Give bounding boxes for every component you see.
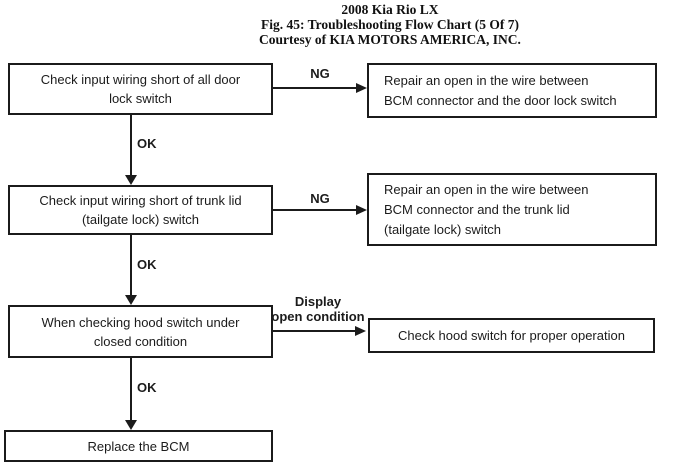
result-text-line: Check hood switch for proper operation <box>398 327 625 343</box>
edge-label-ng-2: NG <box>310 191 330 206</box>
step-text-line: closed condition <box>93 333 188 349</box>
vehicle-title: 2008 Kia Rio LX <box>341 2 439 17</box>
edge-label-ok-3: OK <box>137 380 157 395</box>
connector-line-display-open <box>273 330 356 332</box>
result-text-line: BCM connector and the trunk lid <box>384 201 570 217</box>
flow-step-replace-bcm: Replace the BCM <box>4 430 273 462</box>
result-text-line: BCM connector and the door lock switch <box>384 92 617 108</box>
figure-caption: Fig. 45: Troubleshooting Flow Chart (5 O… <box>260 17 519 32</box>
step-text-line: When checking hood switch under <box>41 314 240 330</box>
arrowhead-down-icon <box>125 295 137 305</box>
edge-label-ok-1: OK <box>137 136 157 151</box>
connector-line-ok-3 <box>130 358 132 422</box>
flow-result-repair-door-lock-wire: Repair an open in the wire between BCM c… <box>367 63 657 118</box>
result-text-line: (tailgate lock) switch <box>384 221 502 237</box>
result-text-line: Repair an open in the wire between <box>384 181 589 197</box>
flow-step-hood-switch: When checking hood switch under closed c… <box>8 305 273 358</box>
result-text-line: Repair an open in the wire between <box>384 72 589 88</box>
connector-line-ok-1 <box>130 115 132 177</box>
flow-step-door-lock-switch: Check input wiring short of all door loc… <box>8 63 273 115</box>
connector-line-ng-1 <box>273 87 357 89</box>
step-text-line: Check input wiring short of all door <box>40 72 241 87</box>
edge-label-ng-1: NG <box>310 66 330 81</box>
arrowhead-right-icon <box>355 326 366 336</box>
flow-result-check-hood-switch: Check hood switch for proper operation <box>368 318 655 353</box>
flow-result-repair-trunk-lid-wire: Repair an open in the wire between BCM c… <box>367 173 657 246</box>
connector-line-ng-2 <box>273 209 357 211</box>
arrowhead-right-icon <box>356 205 367 215</box>
arrowhead-right-icon <box>356 83 367 93</box>
step-text-line: Replace the BCM <box>87 438 190 454</box>
edge-label-display-open-condition: Display open condition <box>270 294 366 324</box>
edge-label-line: open condition <box>271 309 365 324</box>
edge-label-ok-2: OK <box>137 257 157 272</box>
step-text-line: (tailgate lock) switch <box>81 212 200 227</box>
flow-step-trunk-lid-switch: Check input wiring short of trunk lid (t… <box>8 185 273 235</box>
arrowhead-down-icon <box>125 420 137 430</box>
arrowhead-down-icon <box>125 175 137 185</box>
figure-header: 2008 Kia Rio LX Fig. 45: Troubleshooting… <box>80 2 700 47</box>
step-text-line: lock switch <box>109 91 172 106</box>
connector-line-ok-2 <box>130 235 132 297</box>
edge-label-line: Display <box>294 294 342 309</box>
step-text-line: Check input wiring short of trunk lid <box>39 193 242 208</box>
courtesy-line: Courtesy of KIA MOTORS AMERICA, INC. <box>259 32 521 47</box>
